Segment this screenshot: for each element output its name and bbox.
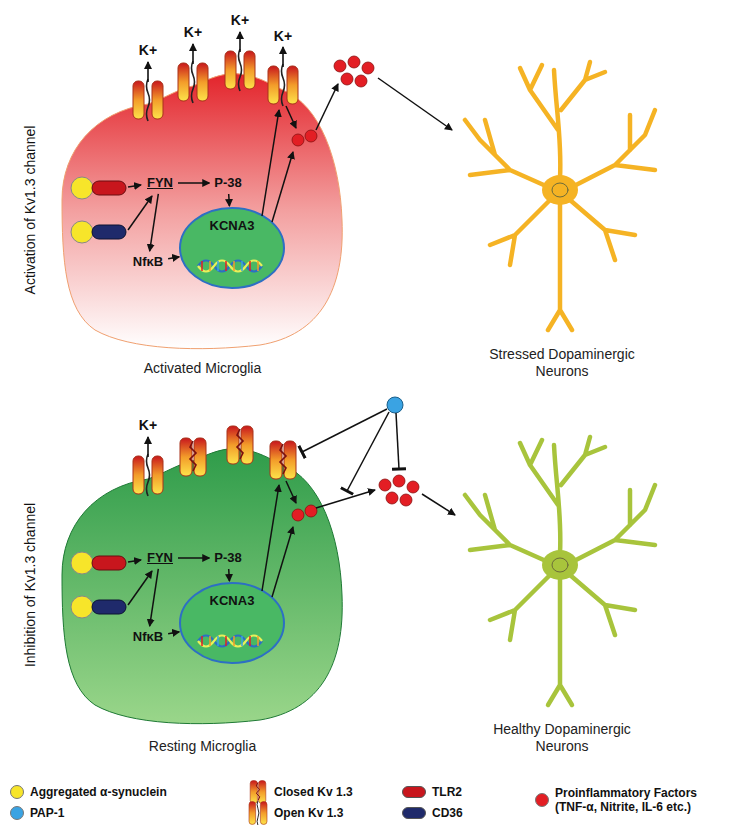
microglia-cell: Activated Microglia FYN P-38NfκB KCNA3 bbox=[55, 45, 350, 377]
legend-text: Closed Kv 1.3 bbox=[274, 785, 353, 799]
legend-item: Closed Kv 1.3 bbox=[248, 780, 353, 804]
color-swatch bbox=[10, 785, 24, 799]
protein-label: P-38 bbox=[211, 174, 244, 192]
receptor-swatch bbox=[402, 807, 426, 819]
legend-text: Proinflammatory Factors (TNF-α, Nitrite,… bbox=[555, 786, 723, 814]
panel-label: Activation of Kv1.3 channel bbox=[22, 126, 38, 295]
resting-microglia bbox=[62, 397, 655, 724]
legend-text: Open Kv 1.3 bbox=[274, 806, 343, 820]
signal-arrow bbox=[168, 257, 179, 259]
node-text: NfκB bbox=[133, 254, 163, 270]
protein-label: P-38 bbox=[211, 549, 244, 567]
neuron: Healthy Dopaminergic Neurons bbox=[462, 433, 662, 755]
protein-label: FYN bbox=[144, 549, 176, 567]
channel-swatch bbox=[248, 801, 268, 825]
receptor-swatch bbox=[402, 786, 426, 798]
microglia-cell: Resting Microglia FYN P-38NfκB KCNA3 bbox=[55, 420, 350, 755]
node-text: FYN bbox=[147, 175, 173, 191]
legend-text: Aggregated α-synuclein bbox=[30, 785, 167, 799]
gene-label: KCNA3 bbox=[180, 593, 284, 609]
legend-item: TLR2 bbox=[402, 785, 462, 799]
signal-arrow bbox=[228, 194, 230, 206]
legend-item: Proinflammatory Factors (TNF-α, Nitrite,… bbox=[535, 786, 723, 814]
node-text: NfκB bbox=[133, 629, 163, 645]
caption: Stressed Dopaminergic Neurons bbox=[480, 346, 645, 380]
color-swatch bbox=[535, 793, 549, 807]
signal-arrow bbox=[178, 182, 209, 184]
ion-label: K+ bbox=[139, 417, 157, 433]
caption: Activated Microglia bbox=[55, 360, 350, 377]
activated-microglia bbox=[62, 32, 655, 349]
ion-label: K+ bbox=[184, 24, 202, 40]
color-swatch bbox=[10, 806, 24, 820]
nucleus: KCNA3 bbox=[180, 208, 284, 288]
signal-arrow bbox=[228, 569, 230, 581]
legend-item: PAP-1 bbox=[10, 806, 64, 820]
legend-item: Open Kv 1.3 bbox=[248, 801, 343, 825]
legend-item: Aggregated α-synuclein bbox=[10, 785, 167, 799]
ion-label: K+ bbox=[231, 12, 249, 28]
protein-label: NfκB bbox=[130, 253, 166, 271]
signal-arrow bbox=[178, 557, 209, 559]
legend-item: CD36 bbox=[402, 806, 463, 820]
signal-arrow bbox=[150, 569, 159, 626]
node-text: P-38 bbox=[214, 550, 241, 566]
caption: Resting Microglia bbox=[55, 738, 350, 755]
signal-arrow bbox=[150, 194, 159, 251]
ion-label: K+ bbox=[139, 42, 157, 58]
node-text: FYN bbox=[147, 550, 173, 566]
nucleus: KCNA3 bbox=[180, 583, 284, 663]
legend-text: TLR2 bbox=[432, 785, 462, 799]
caption: Healthy Dopaminergic Neurons bbox=[480, 721, 645, 755]
panel-label: Inhibition of Kv1.3 channel bbox=[22, 503, 38, 667]
signal-arrow bbox=[168, 632, 179, 634]
legend-text: PAP-1 bbox=[30, 806, 64, 820]
neuron: Stressed Dopaminergic Neurons bbox=[462, 58, 662, 380]
protein-label: FYN bbox=[144, 174, 176, 192]
node-text: P-38 bbox=[214, 175, 241, 191]
protein-label: NfκB bbox=[130, 628, 166, 646]
ion-label: K+ bbox=[274, 28, 292, 44]
legend-text: CD36 bbox=[432, 806, 463, 820]
gene-label: KCNA3 bbox=[180, 218, 284, 234]
